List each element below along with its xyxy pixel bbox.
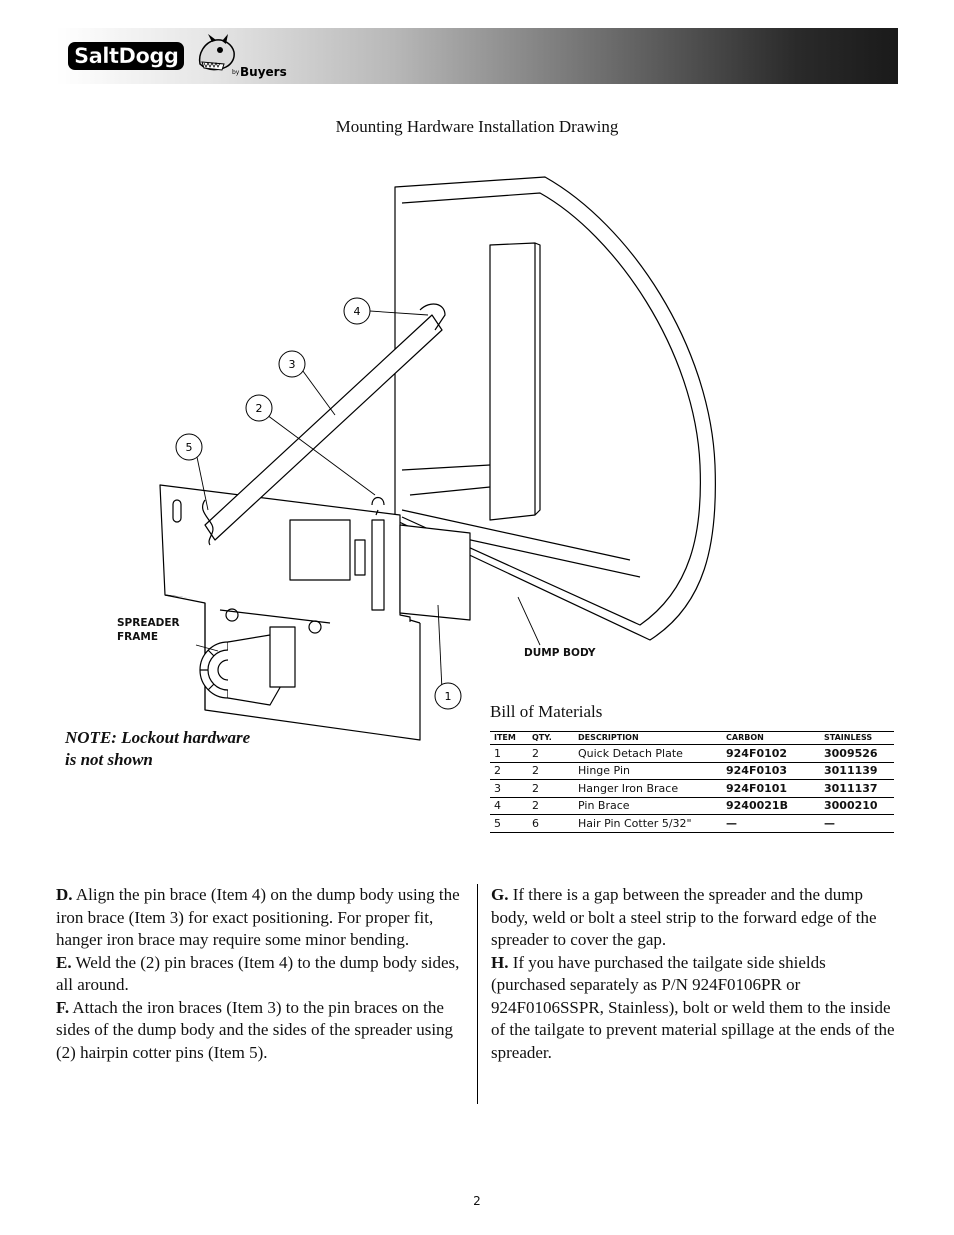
installation-drawing: 4 3 2 5 1 xyxy=(159,176,716,741)
dump-body-label: DUMP BODY xyxy=(524,647,596,659)
step-f-label: F. xyxy=(56,997,70,1017)
bom-carbon: 9240021B xyxy=(722,797,820,815)
bom-title: Bill of Materials xyxy=(490,702,603,721)
bom-header-carbon: CARBON xyxy=(722,731,820,745)
saltdogg-logo: SaltDogg by Buyers xyxy=(66,34,296,80)
step-g-label: G. xyxy=(491,885,509,904)
callout-4: 4 xyxy=(354,305,361,318)
bom-carbon: — xyxy=(722,814,820,833)
bom-header-description: DESCRIPTION xyxy=(574,731,722,745)
step-f-text: Attach the iron braces (Item 3) to the p… xyxy=(56,997,454,1062)
step-f: F. Attach the iron braces (Item 3) to th… xyxy=(56,997,460,1065)
bom-header-row: ITEM QTY. DESCRIPTION CARBON STAINLESS xyxy=(490,731,894,745)
callout-5: 5 xyxy=(186,441,193,454)
bom-item: 4 xyxy=(490,797,528,815)
bom-description: Quick Detach Plate xyxy=(574,744,722,763)
logo-wordmark: SaltDogg xyxy=(68,42,185,70)
bom-description: Hanger Iron Brace xyxy=(574,779,722,798)
header-bar: SaltDogg by Buyers xyxy=(56,28,898,84)
bill-of-materials-table: ITEM QTY. DESCRIPTION CARBON STAINLESS 1… xyxy=(490,731,894,833)
bom-stainless: 3009526 xyxy=(820,744,894,763)
table-row: 3 2 Hanger Iron Brace 924F0101 3011137 xyxy=(490,779,894,798)
bom-stainless: — xyxy=(820,814,894,833)
motor-shape xyxy=(199,608,322,706)
callout-1: 1 xyxy=(445,690,452,703)
bom-carbon: 924F0103 xyxy=(722,762,820,780)
quick-detach-plate-shape xyxy=(399,524,471,621)
step-g-text: If there is a gap between the spreader a… xyxy=(491,885,877,949)
step-e: E. Weld the (2) pin braces (Item 4) to t… xyxy=(56,952,460,997)
logo-by: by xyxy=(232,69,240,76)
step-h-label: H. xyxy=(491,952,509,972)
page-number: 2 xyxy=(473,1194,481,1208)
bom-carbon: 924F0101 xyxy=(722,779,820,798)
bom-item: 5 xyxy=(490,814,528,833)
callout-2: 2 xyxy=(256,402,263,415)
callout-circles xyxy=(175,297,462,710)
column-divider xyxy=(477,884,478,1104)
spreader-frame-label: SPREADER FRAME xyxy=(117,616,180,644)
bom-qty: 2 xyxy=(528,744,574,763)
bom-description: Hair Pin Cotter 5/32" xyxy=(574,814,722,833)
table-row: 1 2 Quick Detach Plate 924F0102 3009526 xyxy=(490,744,894,763)
instructions-left-column: D. Align the pin brace (Item 4) on the d… xyxy=(56,884,460,1064)
bom-item: 2 xyxy=(490,762,528,780)
bom-qty: 2 xyxy=(528,779,574,798)
step-h: H. If you have purchased the tailgate si… xyxy=(491,952,901,1065)
bom-qty: 2 xyxy=(528,797,574,815)
step-e-label: E. xyxy=(56,952,72,972)
bom-item: 1 xyxy=(490,744,528,763)
bom-qty: 2 xyxy=(528,762,574,780)
table-row: 5 6 Hair Pin Cotter 5/32" — — xyxy=(490,814,894,833)
logo-buyers: Buyers xyxy=(240,65,287,79)
instructions-right-column: G. If there is a gap between the spreade… xyxy=(491,884,901,1064)
step-h-text: If you have purchased the tailgate side … xyxy=(491,952,895,1062)
bom-header-item: ITEM xyxy=(490,731,528,745)
step-d-label: D. xyxy=(56,885,73,904)
step-g: G. If there is a gap between the spreade… xyxy=(491,884,901,952)
bom-description: Pin Brace xyxy=(574,797,722,815)
dog-mascot-icon xyxy=(198,34,235,71)
step-d-text: Align the pin brace (Item 4) on the dump… xyxy=(56,885,460,949)
spreader-frame-label-line2: FRAME xyxy=(117,631,159,643)
callout-3: 3 xyxy=(289,358,296,371)
hair-pin-shape xyxy=(201,499,214,546)
bom-carbon: 924F0102 xyxy=(722,744,820,763)
note-line2: is not shown xyxy=(65,750,153,769)
spreader-frame-label-line1: SPREADER xyxy=(117,617,180,629)
pin-brace-shape xyxy=(419,303,446,331)
table-row: 4 2 Pin Brace 9240021B 3000210 xyxy=(490,797,894,815)
page-title: Mounting Hardware Installation Drawing xyxy=(335,117,619,136)
hinge-pin-shape xyxy=(371,496,385,611)
bom-stainless: 3000210 xyxy=(820,797,894,815)
note-line1: NOTE: Lockout hardware xyxy=(65,728,251,747)
step-d: D. Align the pin brace (Item 4) on the d… xyxy=(56,884,460,952)
bom-description: Hinge Pin xyxy=(574,762,722,780)
step-e-text: Weld the (2) pin braces (Item 4) to the … xyxy=(56,952,460,995)
lockout-note: NOTE: Lockout hardware is not shown xyxy=(65,727,250,771)
bom-stainless: 3011139 xyxy=(820,762,894,780)
bom-stainless: 3011137 xyxy=(820,779,894,798)
bom-header-stainless: STAINLESS xyxy=(820,731,894,745)
bom-header-qty: QTY. xyxy=(528,731,574,745)
table-row: 2 2 Hinge Pin 924F0103 3011139 xyxy=(490,762,894,780)
bom-qty: 6 xyxy=(528,814,574,833)
dump-body-shape xyxy=(394,176,716,641)
bom-item: 3 xyxy=(490,779,528,798)
